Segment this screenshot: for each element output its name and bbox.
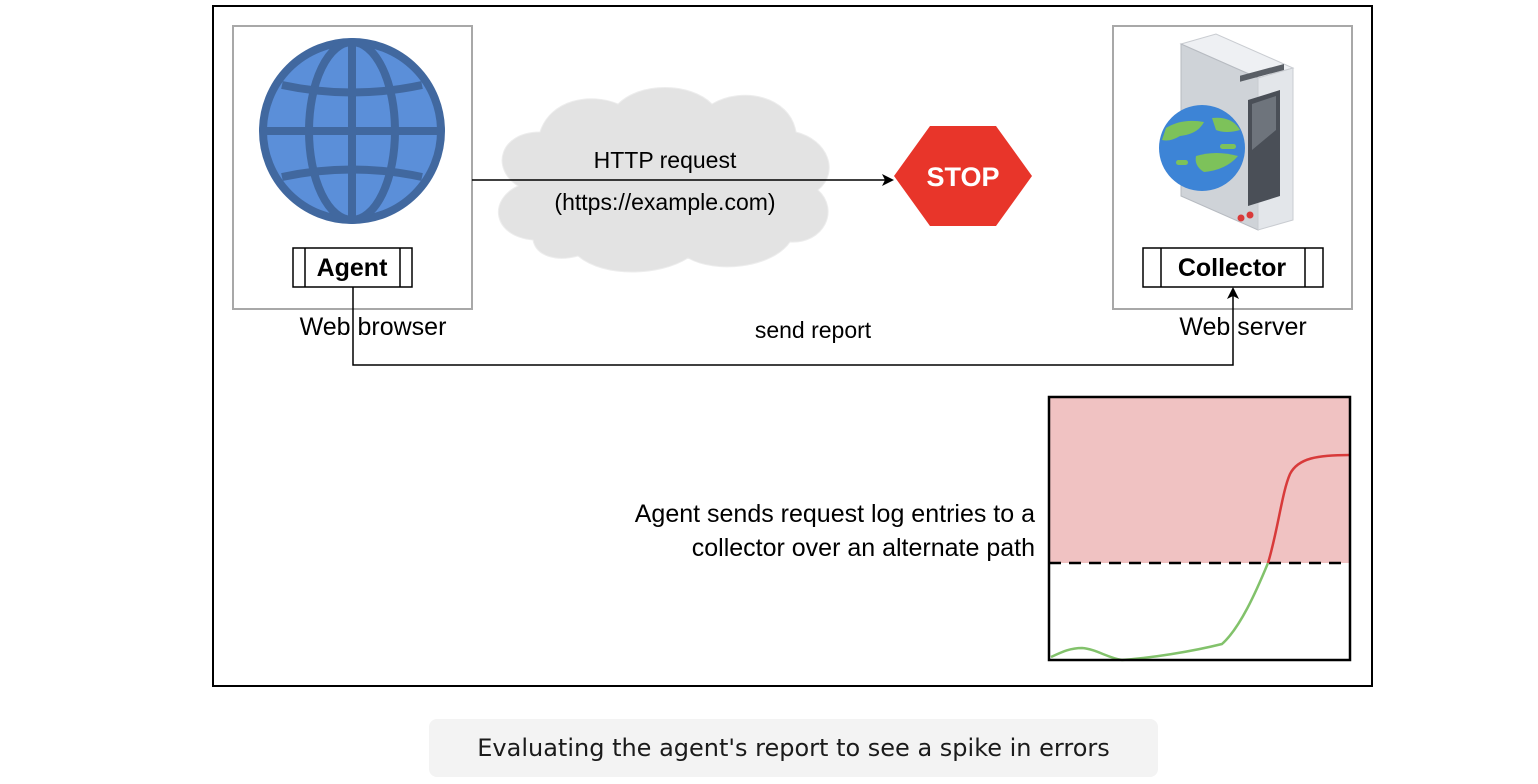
globe-icon <box>259 38 445 224</box>
error-graph <box>1047 395 1352 662</box>
request-url-label: (https://example.com) <box>554 189 775 215</box>
agent-component: Agent <box>292 247 413 288</box>
web-browser-caption: Web browser <box>300 313 447 341</box>
note-line-1: Agent sends request log entries to a <box>635 500 1035 528</box>
error-zone <box>1049 397 1350 563</box>
stop-sign-text: STOP <box>926 162 999 192</box>
collector-label: Collector <box>1178 254 1287 282</box>
globe-icon <box>1159 105 1245 191</box>
send-report-label: send report <box>755 317 872 343</box>
web-server-caption: Web server <box>1179 313 1306 341</box>
normal-zone <box>1049 563 1350 660</box>
figure-caption: Evaluating the agent's report to see a s… <box>429 719 1158 777</box>
collector-component: Collector <box>1142 247 1324 288</box>
graph-frame <box>1047 395 1352 662</box>
error-spike-line <box>1266 453 1351 564</box>
agent-label: Agent <box>317 254 389 282</box>
http-request-label: HTTP request <box>594 147 737 173</box>
note-line-2: collector over an alternate path <box>692 534 1035 562</box>
send-report-arrow <box>352 287 1239 366</box>
stop-sign-icon: STOP <box>894 126 1032 226</box>
